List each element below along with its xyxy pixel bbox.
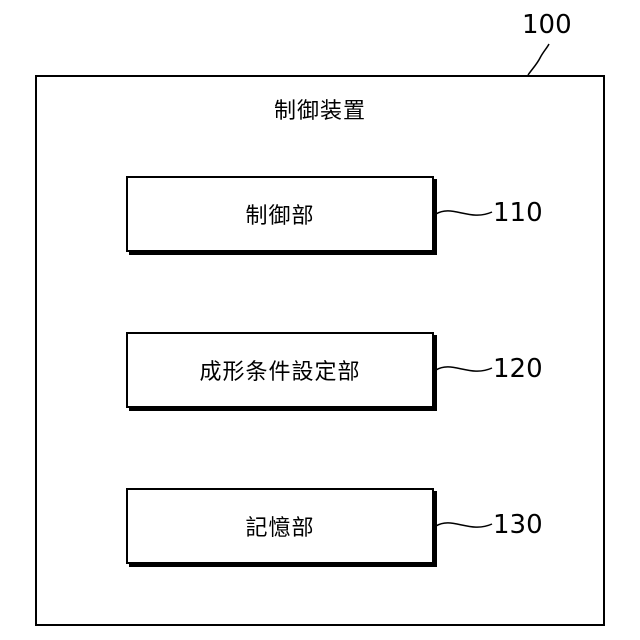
ref-number-120: 120 <box>493 354 543 384</box>
ref-number-110: 110 <box>493 198 543 228</box>
control-device-title: 制御装置 <box>35 98 605 126</box>
control-unit-label: 制御部 <box>245 198 314 230</box>
ref-number-100: 100 <box>522 10 572 40</box>
leader-line-100 <box>528 44 549 75</box>
storage-unit-block: 記憶部 <box>126 488 434 564</box>
molding-condition-setting-unit-block: 成形条件設定部 <box>126 332 434 408</box>
storage-unit-label: 記憶部 <box>245 510 314 542</box>
ref-number-130: 130 <box>493 510 543 540</box>
control-unit-block: 制御部 <box>126 176 434 252</box>
molding-condition-setting-unit-label: 成形条件設定部 <box>199 354 360 386</box>
